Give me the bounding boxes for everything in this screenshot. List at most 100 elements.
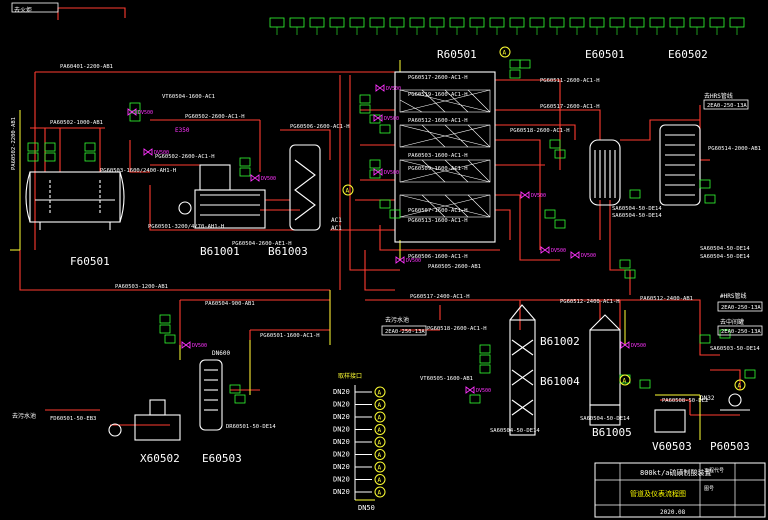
dv-label: DV500: [138, 110, 153, 116]
instrument-box: [359, 104, 371, 114]
hrs-box-2: [717, 301, 763, 312]
line-label-sa6: SA60503-50-DE14: [710, 346, 760, 352]
line-label-pg-d: PG60501-3200/4/70-AH1-H: [148, 224, 224, 230]
instrument-box: [704, 194, 716, 204]
sample-point-letter: A: [378, 402, 382, 409]
instrument-box: [519, 59, 531, 69]
instrument-box: [239, 157, 251, 167]
line-label-vt: VT60504-1600-AC1: [162, 94, 215, 100]
instrument-box: [629, 189, 641, 199]
hrs-label-2: #HRS管线: [720, 292, 746, 300]
tag-dn32: DN32: [700, 395, 715, 402]
instrument-box: [27, 152, 39, 162]
manifold-dn-label: DN20: [333, 426, 350, 434]
line-label-pg-mid3: PG60501-1600-AC1-H: [260, 333, 320, 339]
line-label-pg60506: PG60506-1600-AC1-H: [408, 254, 468, 260]
sample-point-icon: [374, 486, 386, 498]
line-label-pa60512: PA60512-2400-AB1: [640, 296, 693, 302]
instrument-box: [27, 142, 39, 152]
instrument-box: [719, 329, 731, 339]
manifold-dn-label: DN20: [333, 438, 350, 446]
instrument-box: [234, 394, 246, 404]
line-label-pn: PA60508-50-DE2: [662, 398, 708, 404]
dv-label: DV500: [192, 343, 207, 349]
line-label-r-4b: PG60519-1600-AC1-H: [408, 92, 468, 98]
line-label-r-7: PG60509-1600-AC1-H: [408, 166, 468, 172]
line-label-r-5: PA60512-1600-AC1-H: [408, 118, 468, 124]
hrs-label-1: 去HRS管线: [704, 92, 733, 100]
sample-point-icon: [374, 386, 386, 398]
sample-point-icon: [374, 461, 386, 473]
hrs-box-5: [11, 2, 59, 13]
manifold-dn-label: DN20: [333, 451, 350, 459]
label-e60501: E60501: [585, 48, 625, 61]
sample-point-icon: [374, 411, 386, 423]
hrs-label-6: 去污水池: [12, 412, 36, 420]
label-e60502: E60502: [668, 48, 708, 61]
instrument-box: [624, 269, 636, 279]
valve-icon: [540, 246, 550, 254]
misc-tags: DN600 DN32 E350 AC1 AC1: [175, 127, 715, 402]
label-p60503: P60503: [710, 440, 750, 453]
hrs-box-1: [703, 99, 749, 110]
analyzer-letter: A: [503, 50, 507, 57]
instrument-box: [554, 149, 566, 159]
manifold-dn-label: DN20: [333, 488, 350, 496]
sample-point-icon: [374, 424, 386, 435]
instrument-box: [699, 334, 711, 344]
dv-label: DV500: [581, 253, 596, 259]
sample-point-letter: A: [378, 452, 382, 459]
valve-icon: [250, 174, 260, 182]
line-labels: PA60401-2200-AB1 PA60502-2200-AB1 PA6050…: [11, 64, 761, 434]
sample-point-letter: A: [378, 390, 382, 397]
line-label-pg-c: PG60503-1600/2400-AH1-H: [100, 168, 176, 174]
reactor-r60501-shape: [394, 71, 496, 243]
column-e60503-shape: [199, 359, 223, 431]
title-field1: 工程代号: [704, 467, 724, 474]
instrument-box: [84, 142, 96, 152]
dv-label: DV500: [551, 248, 566, 254]
manifold-dn-label: DN20: [333, 476, 350, 484]
line-label-top-furnace: PA60502-1000-AB1: [50, 120, 103, 126]
top-instrument-tags: [269, 17, 745, 35]
instrument-box: [469, 394, 481, 404]
label-b61005: B61005: [592, 426, 632, 439]
instrument-box: [379, 124, 391, 134]
dv-label: DV500: [384, 116, 399, 122]
line-label-r-2: PG60511-2600-AC1-H: [540, 78, 600, 84]
sample-point-letter: A: [378, 440, 382, 447]
equipment-labels: R60501 E60501 E60502 F60501 B61001 B6100…: [70, 48, 750, 465]
instrument-box: [699, 179, 711, 189]
tag-e350: E350: [175, 127, 190, 134]
hrs-label-4: 去污水池: [385, 316, 409, 324]
sample-point-letter: A: [378, 465, 382, 472]
line-label-pg-a: PG60502-2600-AC1-H: [185, 114, 245, 120]
sample-point-icon: [374, 436, 386, 448]
instrument-box: [369, 159, 381, 169]
label-r60501: R60501: [437, 48, 477, 61]
valve-icon: [373, 168, 383, 176]
line-label-pg-b: PG60502-2600-AC1-H: [155, 154, 215, 160]
dv-label: DV500: [531, 193, 546, 199]
hrs-box-4: [381, 325, 427, 336]
sample-point-icon: [374, 399, 386, 410]
title-block: 800kt/a硫磺制酸装置 管道及仪表流程图 2020.08 工程代号 图号: [594, 462, 766, 518]
analyzer-icon: [499, 46, 511, 58]
dv-label: DV500: [631, 343, 646, 349]
instrument-box: [44, 142, 56, 152]
line-label-pg60518: PG60518-2600-AC1-H: [427, 326, 487, 332]
valve-icon: [181, 341, 191, 349]
instrument-box: [509, 69, 521, 79]
manifold-dn-label: DN20: [333, 388, 350, 396]
dv-label: DV500: [386, 86, 401, 92]
hrs-label-3: 去中间罐: [720, 318, 744, 326]
tower-b61002-shape: [509, 319, 536, 436]
sample-point-icon: [374, 474, 386, 485]
instrument-box: [229, 384, 241, 394]
instrument-box: [379, 199, 391, 209]
line-label-pg60514: PG60514-2000-AB1: [708, 146, 761, 152]
dv-label: DV500: [476, 388, 491, 394]
line-label-r-top: PG60517-2600-AC1-H: [408, 75, 468, 81]
valve-icon: [375, 84, 385, 92]
